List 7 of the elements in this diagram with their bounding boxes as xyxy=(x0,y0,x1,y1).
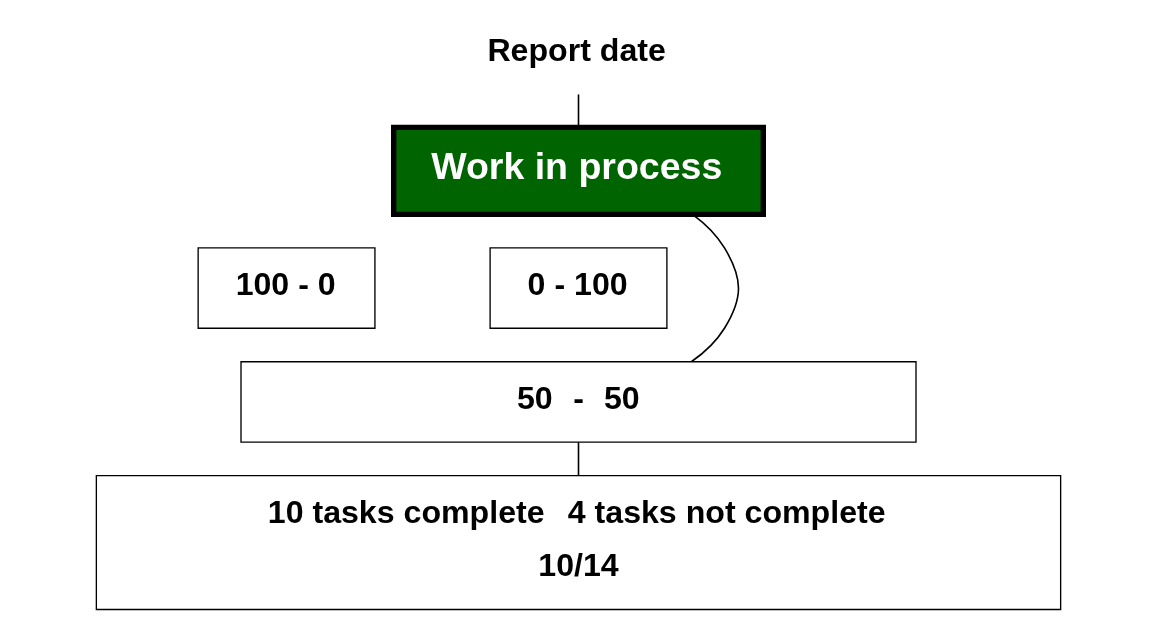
node-box: 50 - 50 xyxy=(240,361,917,443)
node-box: 10 tasks complete 4 tasks not complete 10/14 xyxy=(95,474,1062,611)
node-box: 0 - 100 xyxy=(489,247,668,329)
node-text: Report date xyxy=(487,31,666,68)
node-box: 100 - 0 xyxy=(197,247,376,329)
connector xyxy=(577,441,580,476)
node-box: Work in process xyxy=(391,124,766,218)
